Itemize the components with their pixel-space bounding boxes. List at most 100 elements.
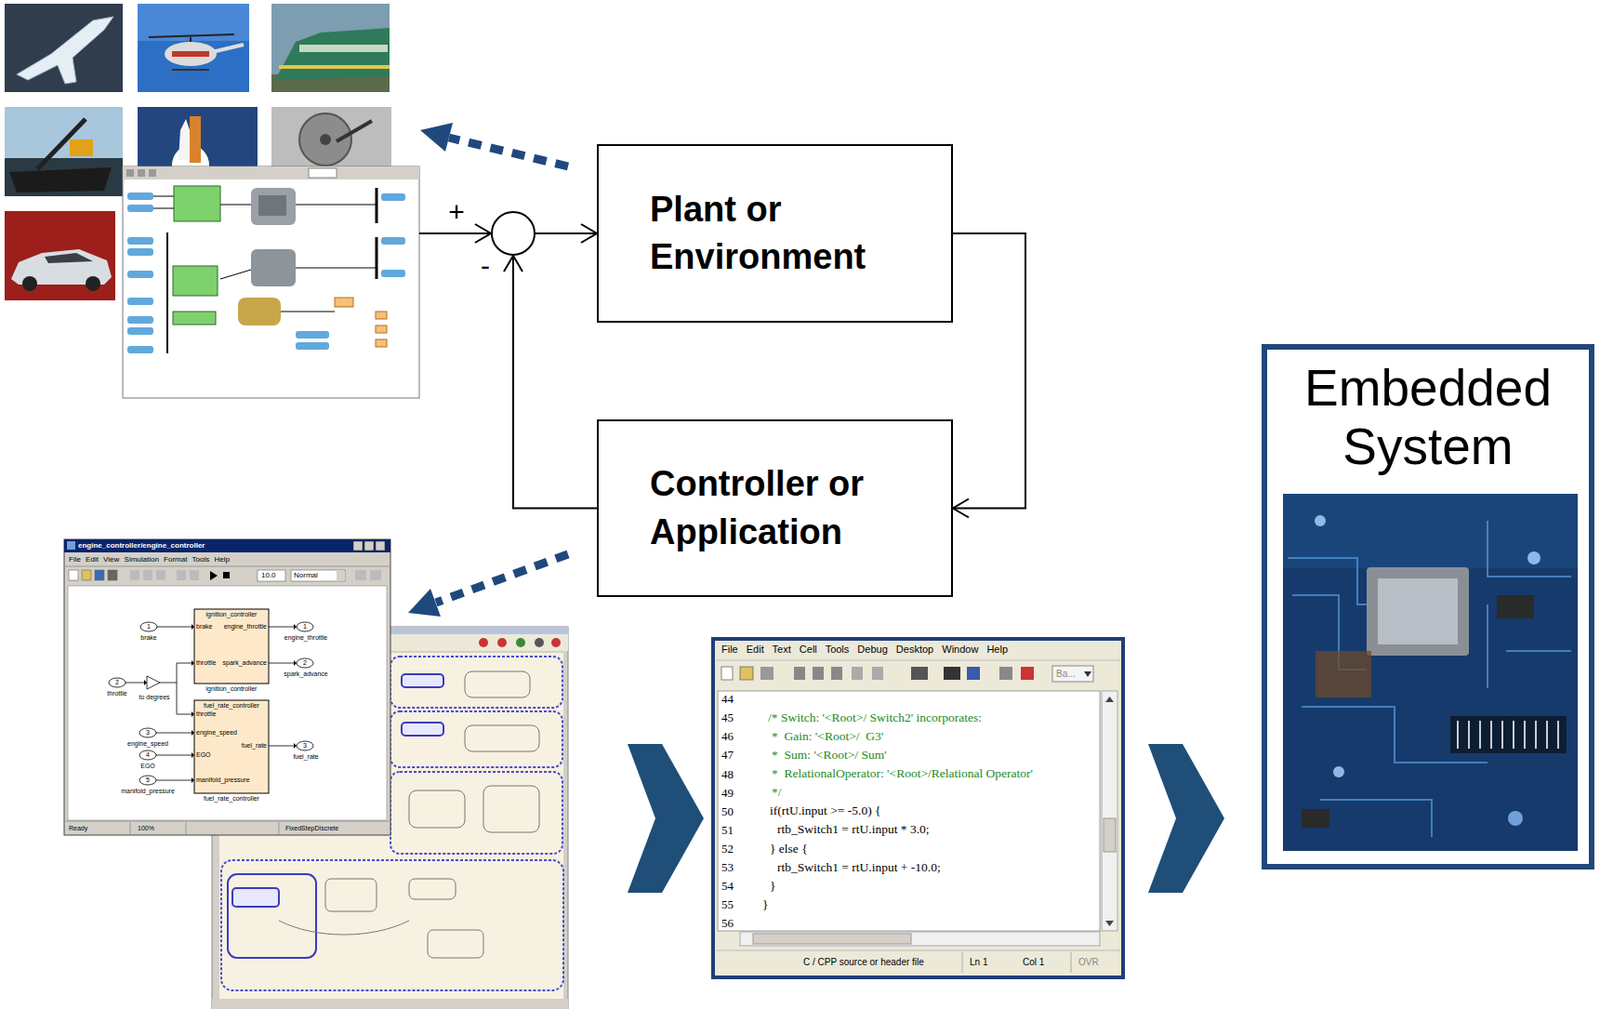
status-text: Col 1: [1022, 956, 1045, 968]
circuit-board-photo: [1534, 720, 1537, 749]
plant-model-screenshot: [381, 269, 406, 278]
controller-model-window: [278, 821, 280, 834]
plant-model-screenshot: [122, 166, 420, 398]
plant-model-screenshot: [375, 237, 379, 279]
controller-model-window: [157, 626, 192, 628]
controller-model-window: [185, 821, 187, 834]
circuit-board-photo: [1527, 551, 1541, 565]
controller-model-window: [125, 682, 145, 684]
plant-model-screenshot: [127, 297, 154, 305]
photo-helicopter: [171, 51, 210, 57]
controller-model-window: [191, 623, 195, 630]
controller-box: Controller or Application: [596, 419, 953, 597]
line-number: 47: [721, 747, 734, 763]
plant-model-screenshot: [153, 208, 174, 210]
photo-disk-drive: [271, 106, 392, 169]
summing-junction: [475, 224, 491, 243]
code-line: } else {: [769, 841, 808, 857]
controller-model-window: [176, 569, 186, 581]
block-name: fuel_rate_controller: [203, 701, 260, 710]
controller-model-window: [353, 541, 363, 551]
code-editor-screenshot: [872, 666, 884, 680]
code-editor-screenshot: [999, 666, 1013, 680]
port-name: throttle: [196, 710, 216, 718]
signal-name: manifold_pressure: [120, 787, 175, 795]
stateflow-screenshot: [390, 711, 563, 767]
photo-crane: [4, 106, 123, 159]
stateflow-screenshot: [211, 998, 569, 1009]
line-number: 50: [721, 804, 734, 820]
plant-model-screenshot: [172, 311, 216, 325]
plant-model-screenshot: [153, 196, 174, 198]
controller-model-window: [296, 740, 314, 751]
stateflow-screenshot: [464, 671, 530, 698]
circuit-board-photo: [1467, 720, 1470, 749]
plant-model-screenshot: [126, 169, 134, 177]
code-line: rtb_Switch1 = rtU.input + -10.0;: [777, 859, 941, 875]
controller-model-window: [139, 750, 157, 760]
photo-jet: [4, 3, 123, 93]
status-text: Ln 1: [969, 956, 988, 968]
process-arrow: [1148, 743, 1225, 893]
circuit-board-photo: [1487, 520, 1572, 577]
circuit-board-photo: [1315, 650, 1372, 698]
controller-model-window: [364, 541, 374, 551]
block-name: fuel_rate_controller: [203, 794, 260, 803]
port-number: 3: [145, 728, 150, 737]
controller-model-window: [268, 662, 294, 664]
photo-shuttle: [178, 119, 190, 160]
code-editor-screenshot: [1084, 671, 1092, 677]
controller-model-window: [64, 539, 391, 835]
signal-name: fuel_rate: [292, 753, 318, 761]
controller-model-window: [144, 679, 147, 686]
port-name: spark_advance: [223, 659, 267, 667]
plant-model-screenshot: [127, 345, 154, 354]
code-line: rtb_Switch1 = rtU.input * 3.0;: [777, 821, 930, 837]
photo-disk-drive: [299, 113, 352, 166]
plant-model-screenshot: [127, 316, 154, 324]
stateflow-screenshot: [278, 920, 410, 935]
controller-model-window: [156, 732, 192, 734]
plant-model-screenshot: [295, 204, 377, 206]
stateflow-screenshot: [551, 637, 561, 648]
stateflow-screenshot: [427, 929, 484, 958]
signal-name: engine_speed: [127, 740, 169, 748]
controller-model-window: [108, 677, 126, 688]
photo-car: [4, 211, 116, 301]
code-editor-screenshot: [851, 666, 863, 680]
plant-model-screenshot: [220, 269, 252, 279]
photo-train: [271, 3, 390, 93]
circuit-board-photo: [1512, 720, 1515, 749]
photo-disk-drive: [271, 106, 392, 169]
controller-model-window: [143, 569, 153, 581]
controller-model-window: [176, 682, 192, 715]
circuit-board-photo: [1486, 604, 1489, 688]
circuit-board-photo: [1333, 766, 1345, 778]
plant-box: Plant or Environment: [596, 144, 953, 323]
status-text: Ready: [68, 824, 88, 833]
controller-model-window: [191, 752, 195, 758]
sign-label: +: [448, 195, 465, 229]
line-number: 56: [721, 915, 734, 931]
port-name: throttle: [196, 659, 216, 667]
stateflow-screenshot: [227, 873, 317, 958]
dashed-pointer-arrow: [420, 122, 453, 152]
code-editor-screenshot: [1071, 952, 1072, 973]
plant-model-screenshot: [173, 185, 221, 222]
plant-model-screenshot: [280, 311, 335, 313]
controller-model-window: [130, 821, 132, 834]
controller-model-window: [290, 569, 345, 582]
controller-model-window: [189, 569, 199, 581]
circuit-board-photo: [1457, 720, 1559, 749]
plant-model-screenshot: [238, 297, 281, 326]
photo-helicopter: [137, 3, 250, 41]
plant-model-screenshot: [375, 339, 387, 347]
plant-model-screenshot: [127, 192, 154, 200]
controller-model-window: [296, 621, 314, 632]
line-number: 44: [721, 691, 734, 707]
line-number: 49: [721, 785, 734, 801]
plant-model-screenshot: [381, 193, 406, 201]
controller-model-window: [296, 658, 314, 668]
plant-model-screenshot: [295, 267, 377, 269]
plant-model-screenshot: [375, 325, 387, 333]
